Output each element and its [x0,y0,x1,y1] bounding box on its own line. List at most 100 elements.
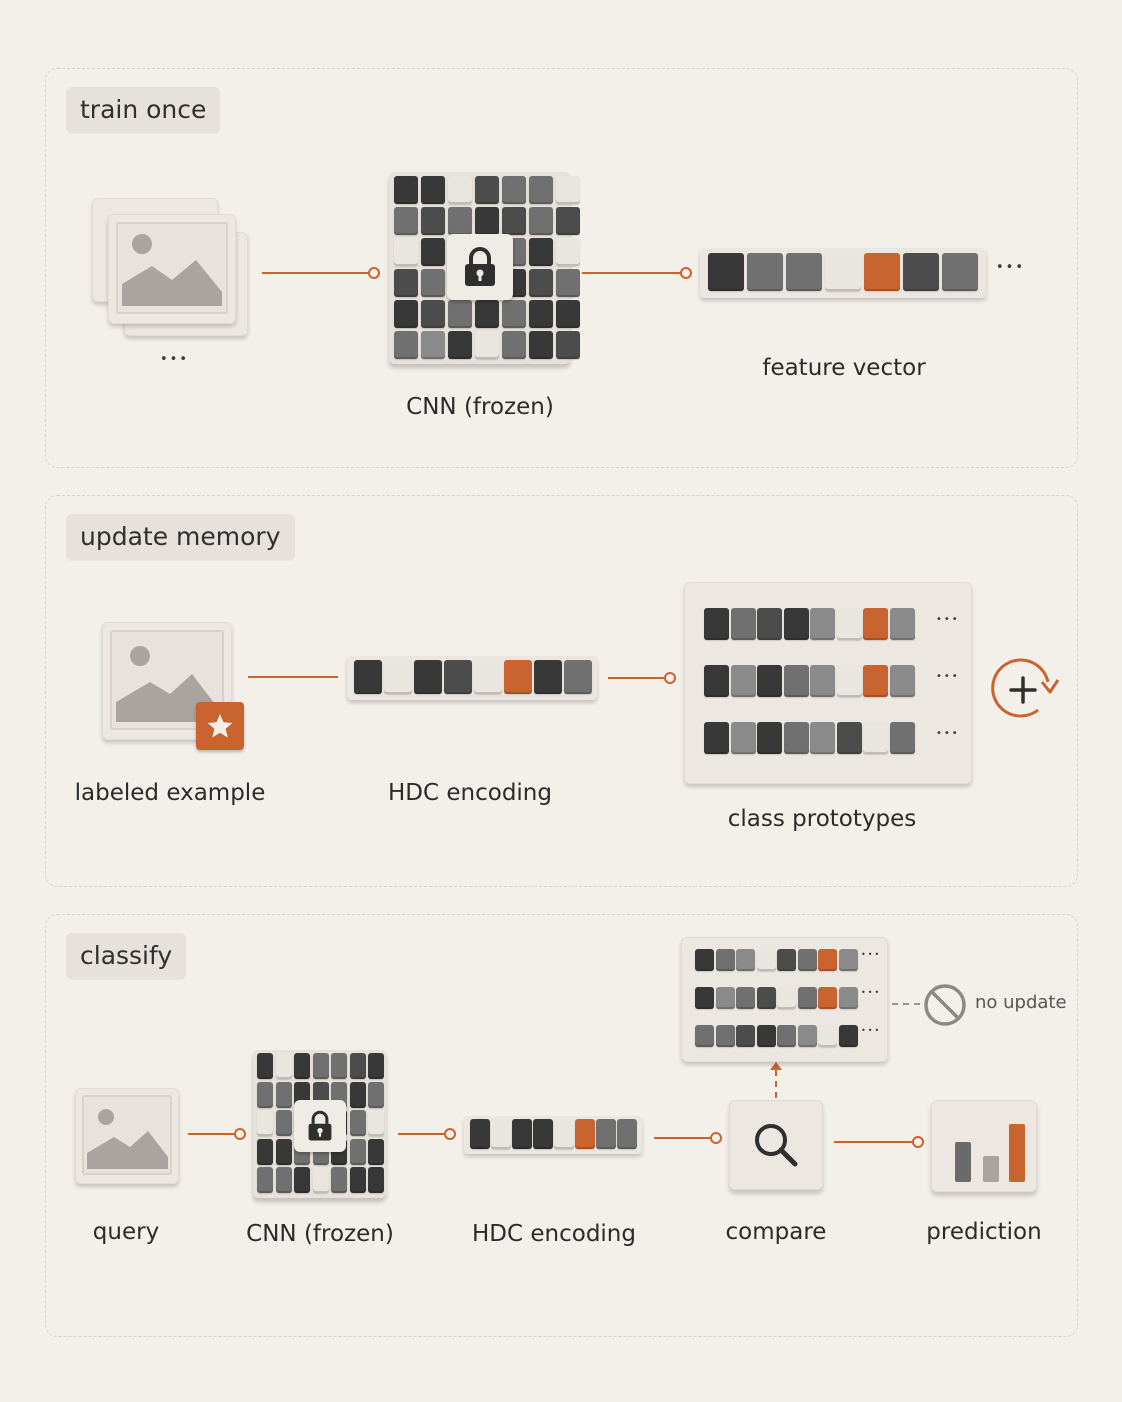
tile-cell [529,176,553,204]
tile-cell [825,253,861,291]
connector-dot [680,267,692,279]
connector [834,1141,914,1143]
tile-cell [394,269,418,297]
tile-cell [368,1053,384,1079]
tile-cell [394,300,418,328]
tile-cell [756,949,776,971]
compare-label: compare [725,1219,827,1245]
tile-cell [312,1167,329,1193]
no-update-label: no update [975,992,1067,1013]
no-entry-icon [922,982,968,1028]
hdc-encoding-vector [464,1116,642,1154]
tile-cell [818,949,837,971]
tile-cell [534,660,562,694]
tile-cell [736,949,755,971]
tile-cell [736,1025,755,1047]
tile-cell [942,253,978,291]
tile-cell [864,253,900,291]
cnn-label-classify: CNN (frozen) [246,1221,394,1247]
tile-cell [715,987,735,1009]
tile-cell [470,1119,490,1149]
panel-tag-train-once: train once [66,87,221,133]
tile-cell [475,331,499,359]
tile-cell [444,660,472,694]
tile-cell [257,1167,273,1193]
tile-cell [421,176,445,204]
tile-cell [838,987,858,1009]
tile-cell [757,608,782,640]
tile-cell [810,608,835,640]
tile-cell [512,1119,532,1149]
row-ellipsis: ••• [936,671,960,682]
tile-cell [368,1138,384,1165]
tile-cell [275,1053,292,1079]
tile-cell [394,238,418,266]
feature-vector [700,248,986,298]
tile-cell [448,207,472,235]
tile-cell [556,207,580,235]
row-ellipsis: ••• [936,728,960,739]
tile-cell [889,722,915,754]
tile-cell [596,1119,616,1149]
tile-cell [756,987,776,1009]
tile-cell [275,1167,292,1193]
class-prototypes-label: class prototypes [727,806,917,832]
tile-cell [715,949,735,971]
classify-panel: classify [45,914,1078,1337]
tile-cell [421,238,445,266]
tile-cell [421,331,445,359]
tile-cell [704,722,729,754]
tile-cell [715,1025,735,1047]
tile-cell [275,1110,292,1136]
row-ellipsis: ••• [861,1026,882,1035]
tile-cell [757,665,782,697]
labeled-example-label: labeled example [74,780,266,806]
connector-dot [234,1128,246,1140]
hdc-encoding-label-classify: HDC encoding [472,1221,636,1247]
tile-cell [349,1110,366,1136]
panel-tag-update-memory: update memory [66,514,295,560]
prediction-label: prediction [926,1219,1042,1245]
connector [582,272,682,274]
tile-cell [575,1119,595,1149]
tile-cell [556,269,580,297]
tile-cell [294,1167,310,1193]
connector [248,676,338,678]
tile-cell [257,1110,273,1136]
tile-cell [394,207,418,235]
tile-cell [529,331,553,359]
tile-cell [502,207,526,235]
tile-cell [730,665,756,697]
tile-cell [889,665,915,697]
hdc-encoding-vector [347,656,597,700]
hdc-encoding-label: HDC encoding [388,780,552,806]
lock-icon [447,234,513,300]
tile-cell [708,253,744,291]
tile-cell [818,1025,837,1047]
query-image [75,1088,179,1184]
tile-cell [474,660,502,694]
tile-cell [695,987,714,1009]
query-label: query [92,1219,160,1245]
tile-cell [448,176,472,204]
tile-cell [257,1053,273,1079]
feature-ellipsis: ••• [996,260,1026,275]
tile-cell [349,1053,366,1079]
cnn-label: CNN (frozen) [406,394,554,420]
tile-cell [863,665,888,697]
connector-dot [664,672,676,684]
tile-cell [810,665,835,697]
tile-cell [554,1119,574,1149]
add-refresh-icon [988,652,1064,724]
tile-cell [421,269,445,297]
tile-cell [797,987,817,1009]
connector [188,1133,236,1135]
tile-cell [421,300,445,328]
tile-cell [556,331,580,359]
tile-cell [617,1119,637,1149]
tile-cell [695,1025,714,1047]
tile-cell [448,300,472,328]
connector [398,1133,446,1135]
connector [654,1137,712,1139]
tile-cell [368,1081,384,1108]
